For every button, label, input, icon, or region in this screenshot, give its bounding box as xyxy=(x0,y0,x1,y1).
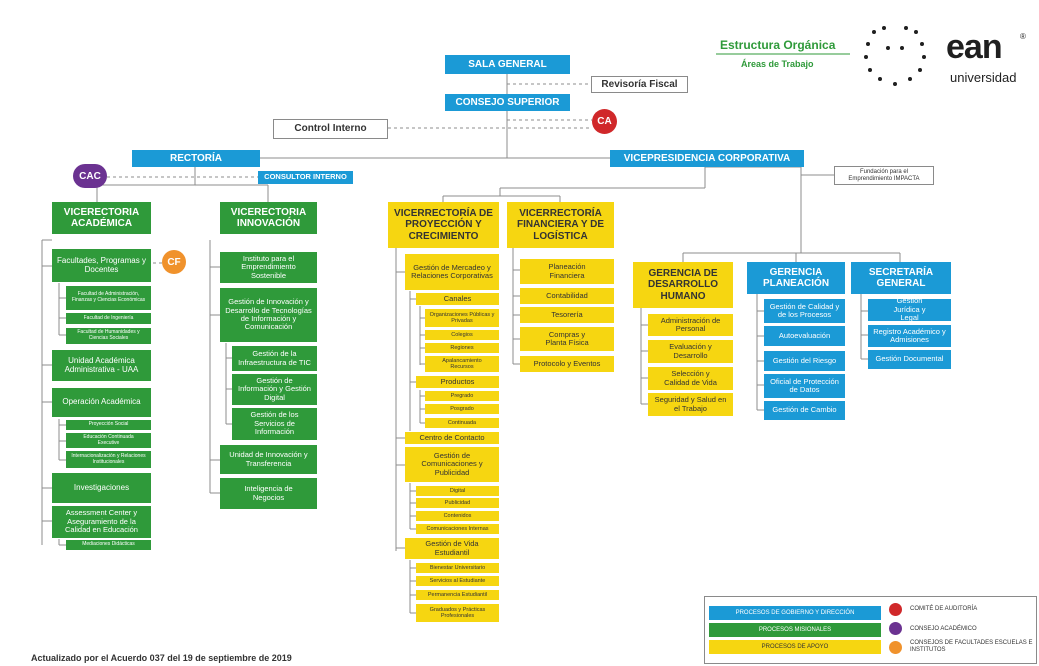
permanencia-box: Permanencia Estudiantil xyxy=(416,590,499,600)
facultad-ingenieria-box: Facultad de Ingeniería xyxy=(66,313,151,324)
oficial-proteccion-datos-box: Oficial de Protección de Datos xyxy=(764,374,845,398)
tesoreria-box: Tesorería xyxy=(520,307,614,323)
header-title: Estructura Orgánica xyxy=(720,38,836,52)
continuada-box: Continuada xyxy=(425,418,499,428)
registro-academico-box: Registro Académico y Admisiones xyxy=(868,325,951,347)
servicios-estudiante-box: Servicios al Estudiante xyxy=(416,576,499,586)
digital-box: Digital xyxy=(416,486,499,496)
organizaciones-box: Organizaciones Públicas y Privadas xyxy=(425,309,499,327)
rectoria-box: RECTORÍA xyxy=(132,150,260,167)
legend-consejos-facultades: CONSEJOS DE FACULTADES ESCUELAS E INSTIT… xyxy=(910,640,1033,654)
vicerrectoria-proyeccion-box: VICERRECTORÍA DE PROYECCIÓN Y CRECIMIENT… xyxy=(388,202,499,248)
vicerrectoria-academica-box: VICERECTORIA ACADÉMICA xyxy=(52,202,151,234)
apalancamiento-box: Apalancamiento Recursos xyxy=(425,356,499,372)
fundacion-impacta-box: Fundación para el Emprendimiento IMPACTA xyxy=(834,166,934,185)
secretaria-general-box: SECRETARÍA GENERAL xyxy=(851,262,951,294)
pregrado-box: Pregrado xyxy=(425,391,499,401)
administracion-personal-box: Administración de Personal xyxy=(648,314,733,336)
vida-estudiantil-box: Gestión de Vida Estudiantil xyxy=(405,538,499,559)
footer-note: Actualizado por el Acuerdo 037 del 19 de… xyxy=(31,653,292,663)
logo-dot-ring-icon xyxy=(860,22,940,94)
contenidos-box: Contenidos xyxy=(416,511,499,521)
mercadeo-box: Gestión de Mercadeo y Relaciones Corpora… xyxy=(405,254,499,290)
logo-registered-mark: ® xyxy=(1020,32,1026,41)
gestion-innovacion-tic-box: Gestión de Innovación y Desarrollo de Te… xyxy=(220,288,317,342)
planeacion-financiera-box: Planeación Financiera xyxy=(520,259,614,284)
internacionalizacion-box: Internacionalización y Relaciones Instit… xyxy=(66,451,151,468)
bienestar-box: Bienestar Universitario xyxy=(416,563,499,573)
sala-general-box: SALA GENERAL xyxy=(445,55,570,74)
consejos-facultades-dot-icon xyxy=(889,641,902,654)
gestion-riesgo-box: Gestión del Riesgo xyxy=(764,351,845,371)
cac-badge: CAC xyxy=(73,164,107,188)
unidad-innovacion-box: Unidad de Innovación y Transferencia xyxy=(220,445,317,474)
canales-box: Canales xyxy=(416,293,499,305)
evaluacion-desarrollo-box: Evaluación y Desarrollo xyxy=(648,340,733,363)
gerencia-desarrollo-humano-box: GERENCIA DE DESARROLLO HUMANO xyxy=(633,262,733,308)
vicerrectoria-financiera-box: VICERRECTORÍA FINANCIERA Y DE LOGÍSTICA xyxy=(507,202,614,248)
vp-corporativa-box: VICEPRESIDENCIA CORPORATIVA xyxy=(610,150,804,167)
seleccion-calidad-box: Selección y Calidad de Vida xyxy=(648,367,733,390)
gerencia-planeacion-box: GERENCIA PLANEACIÓN xyxy=(747,262,845,294)
seguridad-salud-box: Seguridad y Salud en el Trabajo xyxy=(648,393,733,416)
colegios-box: Colegios xyxy=(425,330,499,340)
comite-auditoria-dot-icon xyxy=(889,603,902,616)
servicios-informacion-box: Gestión de los Servicios de Información xyxy=(232,408,317,440)
educacion-continuada-box: Educación Continuada Executive xyxy=(66,433,151,448)
investigaciones-box: Investigaciones xyxy=(52,473,151,503)
comunicaciones-box: Gestión de Comunicaciones y Publicidad xyxy=(405,447,499,482)
instituto-emprendimiento-box: Instituto para el Emprendimiento Sosteni… xyxy=(220,252,317,283)
consejo-academico-dot-icon xyxy=(889,622,902,635)
gestion-documental-box: Gestión Documental xyxy=(868,350,951,369)
compras-box: Compras y Planta Física xyxy=(520,327,614,351)
legend-comite-auditoria: COMITÉ DE AUDITORÍA xyxy=(910,606,978,612)
vicerrectoria-innovacion-box: VICERECTORIA INNOVACIÓN xyxy=(220,202,317,234)
control-interno-box: Control Interno xyxy=(273,119,388,139)
productos-box: Productos xyxy=(416,376,499,388)
gestion-calidad-box: Gestión de Calidad y de los Procesos xyxy=(764,299,845,323)
uaa-box: Unidad Académica Administrativa - UAA xyxy=(52,350,151,381)
facultades-box: Facultades, Programas y Docentes xyxy=(52,249,151,282)
legend-consejo-academico: CONSEJO ACADÉMICO xyxy=(910,626,977,632)
publicidad-box: Publicidad xyxy=(416,498,499,508)
protocolo-eventos-box: Protocolo y Eventos xyxy=(520,356,614,372)
gestion-cambio-box: Gestión de Cambio xyxy=(764,401,845,420)
legend-misionales: PROCESOS MISIONALES xyxy=(709,623,881,637)
autoevaluacion-box: Autoevaluación xyxy=(764,326,845,346)
ean-logo: ean ® universidad xyxy=(860,22,1030,94)
legend-gobierno: PROCESOS DE GOBIERNO Y DIRECCIÓN xyxy=(709,606,881,620)
contabilidad-box: Contabilidad xyxy=(520,288,614,304)
inteligencia-negocios-box: Inteligencia de Negocios xyxy=(220,478,317,509)
ca-badge: CA xyxy=(592,109,617,134)
header-subtitle: Áreas de Trabajo xyxy=(741,59,814,69)
comunicaciones-internas-box: Comunicaciones Internas xyxy=(416,524,499,534)
regiones-box: Regiones xyxy=(425,343,499,353)
assessment-center-box: Assessment Center y Aseguramiento de la … xyxy=(52,506,151,538)
facultad-humanidades-box: Facultad de Humanidades y Ciencias Socia… xyxy=(66,328,151,344)
revisoria-fiscal-box: Revisoría Fiscal xyxy=(591,76,688,93)
facultad-administracion-box: Facultad de Administración, Finanzas y C… xyxy=(66,286,151,310)
informacion-digital-box: Gestión de Información y Gestión Digital xyxy=(232,374,317,405)
centro-contacto-box: Centro de Contacto xyxy=(405,432,499,444)
gestion-juridica-box: Gestión Jurídica y Legal xyxy=(868,299,951,321)
consejo-superior-box: CONSEJO SUPERIOR xyxy=(445,94,570,111)
logo-word: ean xyxy=(946,28,1003,66)
operacion-academica-box: Operación Académica xyxy=(52,388,151,417)
cf-badge: CF xyxy=(162,250,186,274)
consultor-interno-box: CONSULTOR INTERNO xyxy=(258,171,353,184)
graduados-box: Graduados y Prácticas Profesionales xyxy=(416,604,499,622)
legend-apoyo: PROCESOS DE APOYO xyxy=(709,640,881,654)
infraestructura-tic-box: Gestión de la Infraestructura de TIC xyxy=(232,346,317,371)
posgrado-box: Posgrado xyxy=(425,404,499,414)
logo-subtitle: universidad xyxy=(950,70,1017,85)
mediaciones-didacticas-box: Mediaciones Didácticas xyxy=(66,540,151,550)
proyeccion-social-box: Proyección Social xyxy=(66,420,151,430)
